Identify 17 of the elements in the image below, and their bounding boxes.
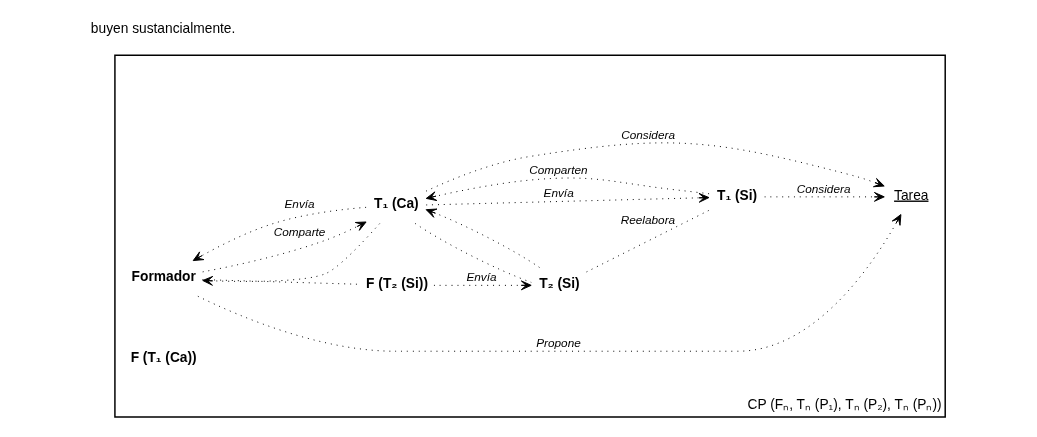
edge-label: Comparte: [273, 224, 325, 238]
edge-label: Considera: [796, 181, 850, 195]
node-text: Tarea: [893, 187, 928, 203]
node-text: T₁ (Si): [716, 187, 757, 203]
edge-label: Envía: [543, 186, 574, 200]
edge-label: Considera: [620, 128, 675, 142]
label: buyen sustancialmente.: [90, 21, 235, 37]
node-text: T₁ (Ca): [373, 196, 419, 212]
edge-label: Envía: [284, 197, 315, 211]
edge-label: Envía: [465, 270, 497, 284]
node-text: F (T₂ (Si)): [365, 276, 428, 292]
edge-label: Propone: [535, 335, 581, 349]
edge-label: Reelabora: [620, 213, 675, 227]
node-text: Formador: [131, 269, 196, 285]
node-text: F (T₁ (Ca)): [130, 349, 197, 365]
edge-label: Comparten: [528, 162, 588, 176]
node-text: T₂ (Si): [538, 276, 580, 292]
